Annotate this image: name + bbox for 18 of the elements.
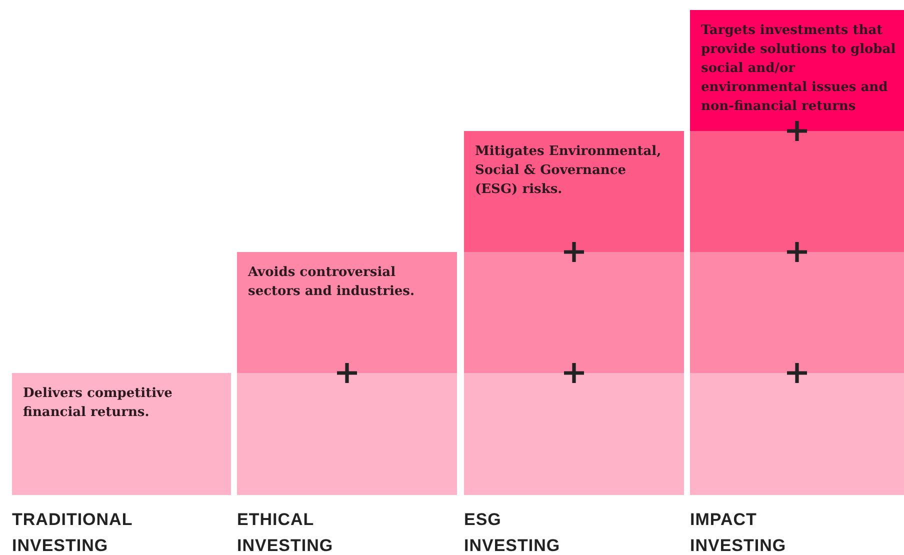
text-block [12, 373, 231, 495]
description-text: Avoids controversial sectors and industries. [248, 264, 416, 301]
column-label: ETHICAL INVESTING [237, 509, 334, 555]
empty-block [690, 252, 904, 373]
text-block [690, 10, 904, 131]
column-label: IMPACT INVESTING [690, 509, 786, 555]
description-text: Mitigates Environmental, Social & Governance (ESG) risks. [475, 143, 662, 199]
description-text: Targets investments that provide solutions to global social and/or environmental issues and non-financial returns [701, 22, 896, 116]
text-block [464, 131, 684, 252]
empty-block [464, 373, 684, 495]
column-label: TRADITIONAL INVESTING [12, 509, 132, 555]
empty-block [690, 373, 904, 495]
column-label: ESG INVESTING [464, 509, 560, 555]
empty-block [690, 131, 904, 252]
description-text: Delivers competitive financial returns. [23, 385, 174, 422]
text-block [237, 252, 457, 373]
empty-block [237, 373, 457, 495]
empty-block [464, 252, 684, 373]
